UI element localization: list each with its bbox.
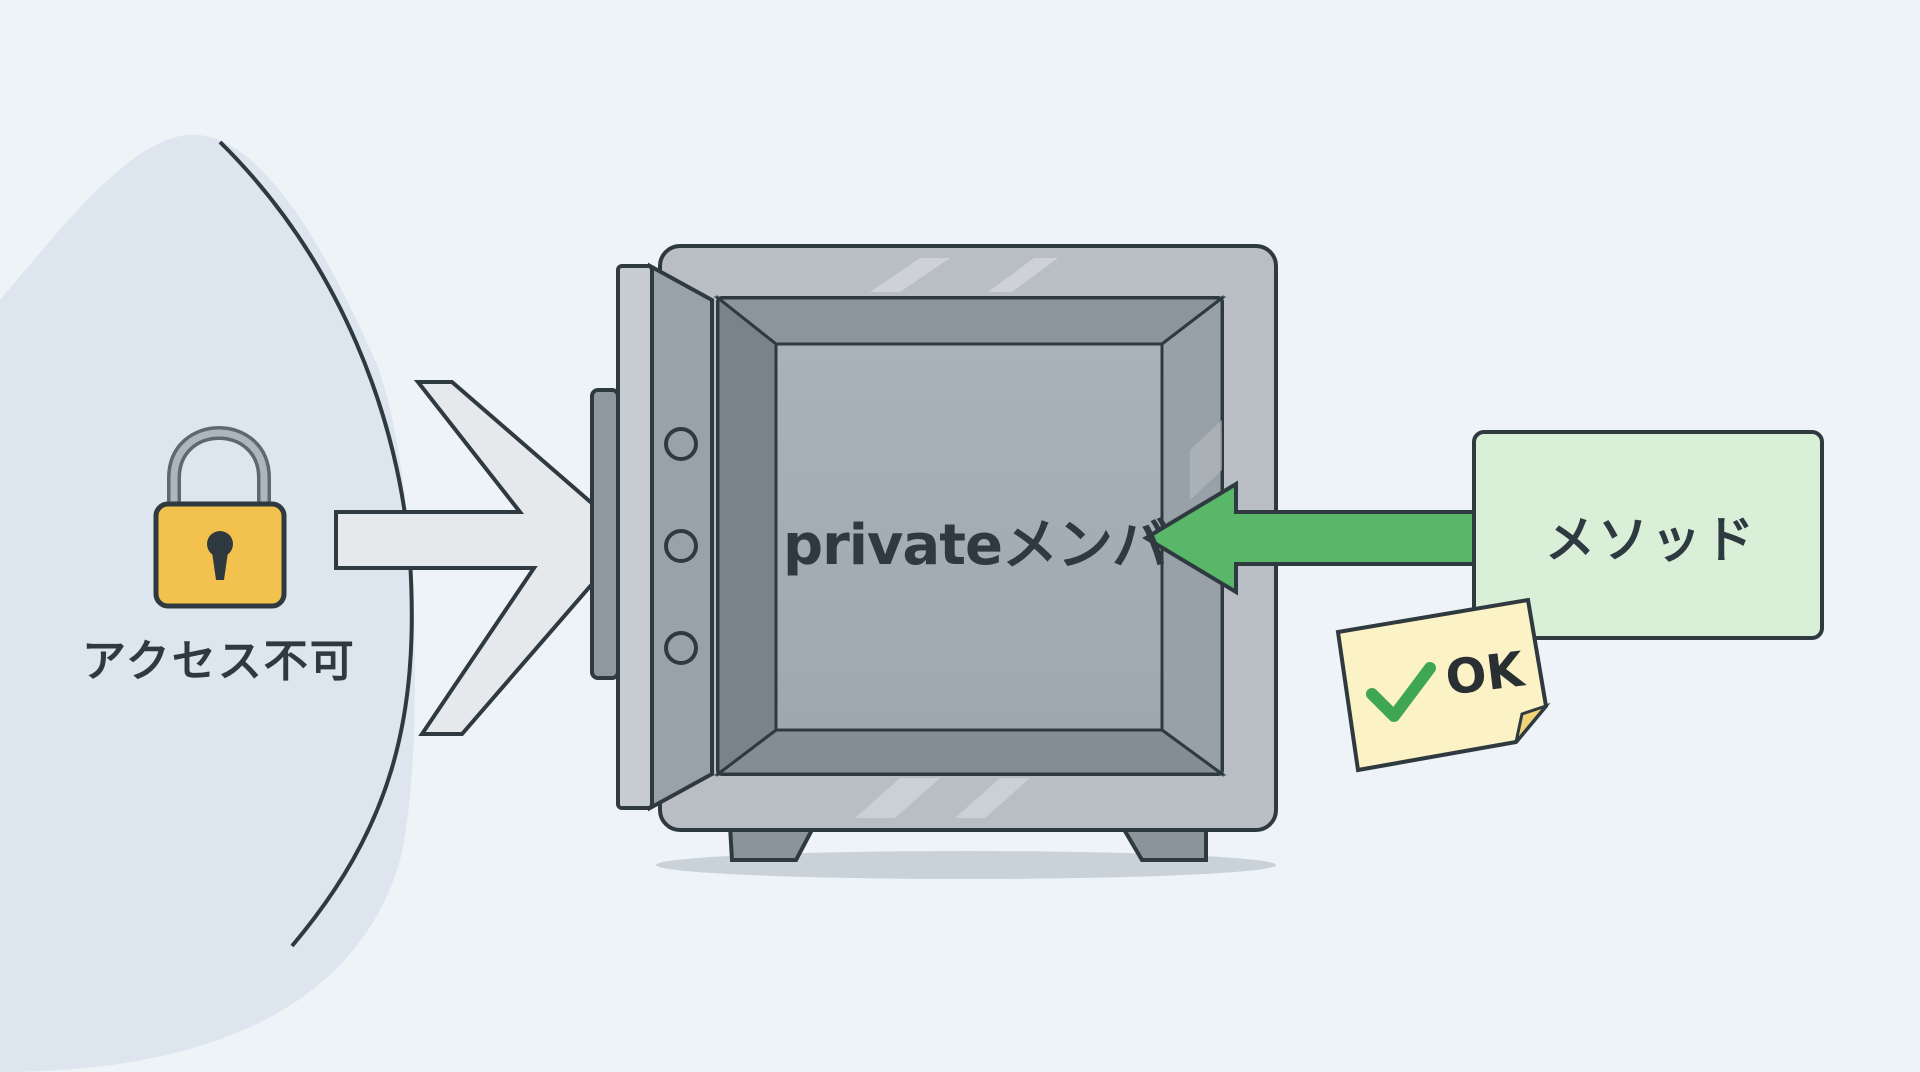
method-label: メソッド bbox=[1545, 511, 1757, 569]
blocked-arrow bbox=[334, 380, 635, 736]
padlock-icon bbox=[153, 426, 287, 609]
safe-shadow bbox=[656, 851, 1276, 879]
private-member-label: privateメンバ bbox=[783, 513, 1168, 578]
access-arrow bbox=[1142, 480, 1476, 596]
ok-note bbox=[1335, 597, 1551, 773]
no-access-label: アクセス不可 bbox=[82, 636, 356, 687]
ok-label: OK bbox=[1442, 641, 1527, 707]
safe-icon bbox=[590, 244, 1278, 832]
checkmark-icon bbox=[1366, 662, 1436, 722]
